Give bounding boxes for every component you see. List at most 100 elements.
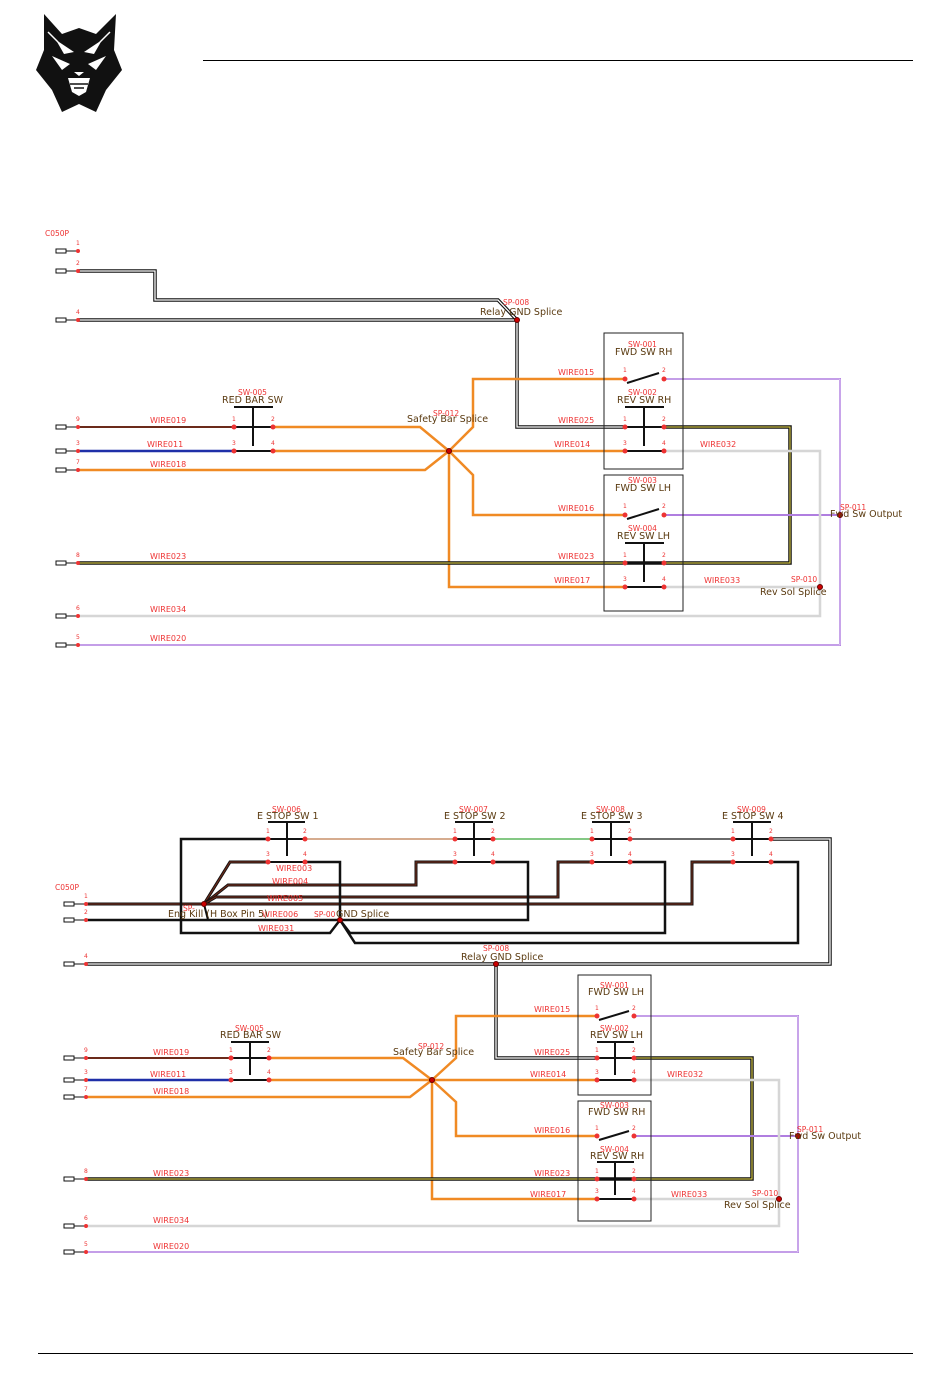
wiring-diagram-a: C050P 1 2 4 9 3 7 8 6 5 WIRE019 WIRE011 … <box>45 229 902 648</box>
pin-label: 6 <box>76 605 80 612</box>
sw-pin: 2 <box>303 828 307 835</box>
switch-fwd-rh: SW-001 FWD SW RH 1 2 <box>615 340 672 384</box>
switch-ref: SW-001 <box>600 981 629 990</box>
splice-name: Safety Bar Splice <box>407 414 488 425</box>
switch-ref: SW-006 <box>272 805 301 814</box>
sw-pin: 4 <box>662 440 666 447</box>
connector-pin: 6 <box>63 1215 88 1229</box>
switch-name: RED BAR SW <box>220 1030 282 1041</box>
connector-pin: 6 <box>55 605 80 619</box>
splice-fwd-output-b: SP-011 Fwd Sw Output <box>789 1125 861 1142</box>
sw-pin: 2 <box>632 1168 636 1175</box>
wires-a <box>78 269 841 646</box>
wires-b <box>86 837 832 1253</box>
pin-label: 9 <box>84 1047 88 1054</box>
wire-label: WIRE025 <box>534 1048 570 1057</box>
switch-estop-4: SW-009 E STOP SW 4 1 2 3 4 <box>722 805 784 865</box>
sw-pin: 1 <box>595 1047 599 1054</box>
wire-label: WIRE019 <box>153 1048 189 1057</box>
sw-pin: 3 <box>229 1069 233 1076</box>
pin-label: 2 <box>76 260 80 267</box>
splice-name: Eng Kill (H Box Pin 5) <box>168 909 268 920</box>
switch-ref: SW-003 <box>628 476 657 485</box>
wire-label: WIRE034 <box>150 605 186 614</box>
splice-name: Fwd Sw Output <box>830 509 902 520</box>
sw-pin: 2 <box>632 1047 636 1054</box>
splice-ref: SP-011 <box>797 1125 823 1134</box>
wire-label: WIRE031 <box>258 924 294 933</box>
connector-pin: 2 <box>63 909 88 923</box>
sw-pin: 4 <box>303 851 307 858</box>
switch-name: E STOP SW 2 <box>444 811 506 822</box>
sw-pin: 4 <box>632 1188 636 1195</box>
sw-pin: 4 <box>632 1069 636 1076</box>
wire-labels-a: WIRE019 WIRE011 WIRE018 WIRE023 WIRE034 … <box>147 368 740 643</box>
wire-label: WIRE018 <box>153 1087 189 1096</box>
connector-pin: 1 <box>55 240 80 254</box>
connector-pin: 5 <box>55 634 80 648</box>
switch-housing-lh <box>603 474 684 612</box>
pin-label: 7 <box>76 459 80 466</box>
connector-pin: 9 <box>55 416 80 430</box>
switch-name: E STOP SW 3 <box>581 811 643 822</box>
sw-pin: 2 <box>632 1125 636 1132</box>
pin-label: 5 <box>76 634 80 641</box>
sw-pin: 1 <box>623 367 627 374</box>
wire-label: WIRE006 <box>262 910 298 919</box>
switch-rev-lh-b: SW-002 REV SW LH 1 2 3 4 <box>590 1024 643 1083</box>
pin-label: 2 <box>84 909 88 916</box>
pin-label: 1 <box>76 240 80 247</box>
wire-label: WIRE017 <box>554 576 590 585</box>
splice-ref: SP-00 <box>314 910 336 919</box>
wire-label: WIRE015 <box>558 368 594 377</box>
switch-name: FWD SW RH <box>615 347 672 358</box>
sw-pin: 1 <box>623 503 627 510</box>
pin-label: 9 <box>76 416 80 423</box>
switch-name: REV SW LH <box>617 531 670 542</box>
switch-ref: SW-001 <box>628 340 657 349</box>
sw-pin: 4 <box>271 440 275 447</box>
sw-pin: 2 <box>632 1005 636 1012</box>
switch-rev-rh: SW-002 REV SW RH 1 2 3 4 <box>617 388 671 454</box>
splice-name: Relay GND Splice <box>480 307 562 318</box>
switch-rev-rh-b: SW-004 REV SW RH 1 2 3 4 <box>590 1145 644 1202</box>
connector-ref: C050P <box>45 229 70 238</box>
switch-fwd-rh-b: SW-003 FWD SW RH 1 2 <box>588 1101 645 1141</box>
splice-name: Relay GND Splice <box>461 952 543 963</box>
footer-rule <box>38 1353 913 1354</box>
switch-name: E STOP SW 1 <box>257 811 319 822</box>
connector-pin: 7 <box>55 459 80 473</box>
splice-safety-bar-b: SP-012 Safety Bar Splice <box>393 1042 474 1083</box>
connector-pin: 8 <box>63 1168 88 1182</box>
sw-pin: 4 <box>628 851 632 858</box>
switch-name: E STOP SW 4 <box>722 811 784 822</box>
wire-label: WIRE004 <box>272 877 308 886</box>
sw-pin: 1 <box>229 1047 233 1054</box>
switch-ref: SW-003 <box>600 1101 629 1110</box>
connector-pin: 3 <box>55 440 80 454</box>
pin-label: 4 <box>84 953 88 960</box>
splice-eng-kill: SP- Eng Kill (H Box Pin 5) <box>168 901 268 920</box>
wire-label: WIRE023 <box>558 552 594 561</box>
switch-estop-3: SW-008 E STOP SW 3 1 2 3 4 <box>581 805 643 865</box>
wire-label: WIRE023 <box>150 552 186 561</box>
sw-pin: 1 <box>266 828 270 835</box>
sw-pin: 2 <box>491 828 495 835</box>
wire-label: WIRE020 <box>153 1242 189 1251</box>
pin-label: 3 <box>84 1069 88 1076</box>
wire-label: WIRE018 <box>150 460 186 469</box>
splice-safety-bar: SP-012 Safety Bar Splice <box>407 409 488 454</box>
wire-label: WIRE005 <box>267 894 303 903</box>
connector-ref: C050P <box>55 883 80 892</box>
splice-name: Rev Sol Splice <box>760 587 827 598</box>
switch-rev-lh: SW-004 REV SW LH 1 2 3 4 <box>617 524 670 590</box>
splice-rev-sol-b: SP-010 Rev Sol Splice <box>724 1189 791 1211</box>
sw-pin: 2 <box>662 416 666 423</box>
wire-label: WIRE023 <box>534 1169 570 1178</box>
sw-pin: 1 <box>623 552 627 559</box>
wire-label: WIRE032 <box>667 1070 703 1079</box>
splice-ref: SP-010 <box>752 1189 778 1198</box>
splice-ref: SP-012 <box>433 409 459 418</box>
sw-pin: 2 <box>662 367 666 374</box>
wire-label: WIRE032 <box>700 440 736 449</box>
